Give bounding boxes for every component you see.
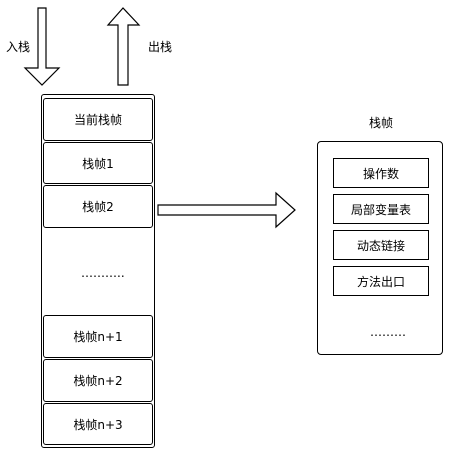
operand-stack-item: 操作数	[333, 158, 429, 188]
detail-title: 栈帧	[369, 116, 394, 130]
detail-ellipsis: ………	[370, 325, 406, 339]
stack-frame-n3: 栈帧n+3	[43, 403, 153, 445]
frame-detail-box: 操作数 局部变量表 动态链接 方法出口 ………	[317, 141, 443, 355]
pop-arrow	[106, 7, 141, 86]
local-variables-item: 局部变量表	[333, 194, 429, 224]
dynamic-linking-item: 动态链接	[333, 230, 429, 260]
stack-frame-n1: 栈帧n+1	[43, 315, 153, 358]
stack-frame-2: 栈帧2	[43, 185, 153, 228]
push-arrow	[23, 7, 61, 86]
push-label: 入栈	[6, 40, 31, 54]
stack-container: 当前栈帧 栈帧1 栈帧2 ……….. 栈帧n+1 栈帧n+2 栈帧n+3	[41, 94, 155, 448]
stack-frame-1: 栈帧1	[43, 142, 153, 184]
stack-frame-current: 当前栈帧	[43, 98, 153, 141]
expand-arrow	[157, 191, 296, 229]
stack-frame-n2: 栈帧n+2	[43, 359, 153, 402]
pop-label: 出栈	[148, 40, 173, 54]
method-exit-item: 方法出口	[333, 266, 429, 296]
stack-ellipsis: ………..	[81, 266, 125, 280]
